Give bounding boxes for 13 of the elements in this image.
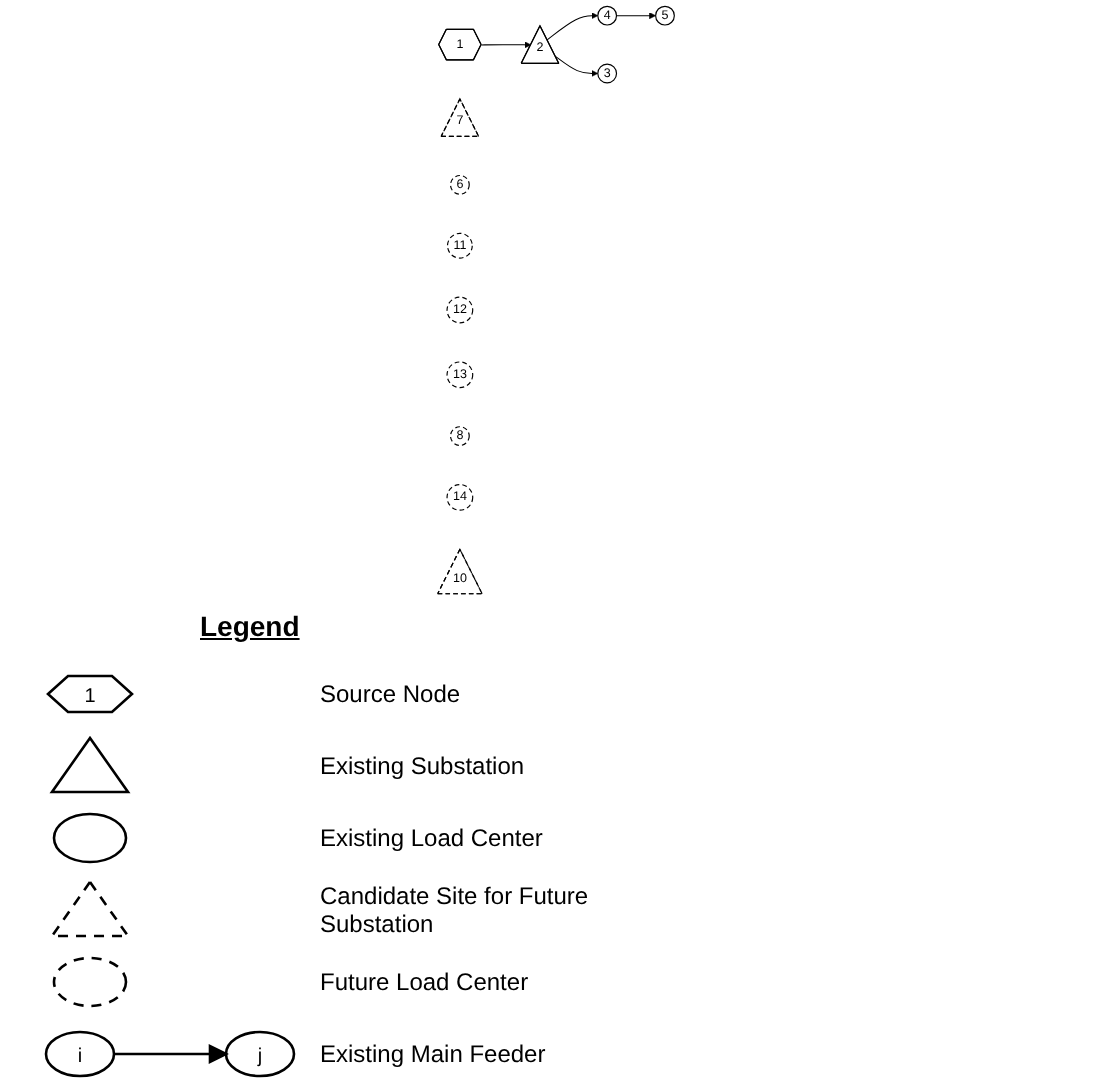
legend-text: Future Load Center <box>320 968 529 996</box>
legend-heading: Legend <box>200 610 300 642</box>
arrow <box>480 41 532 49</box>
arrow <box>616 12 656 20</box>
arrow <box>554 55 599 77</box>
legend-text: Existing Load Center <box>320 824 543 852</box>
node-number: 1 <box>84 686 96 708</box>
legend-text: Source Node <box>320 680 461 708</box>
legend-text: Existing Substation <box>320 752 525 780</box>
arrow <box>546 12 599 41</box>
legend-text: Candidate Site for Future Substation <box>320 882 591 938</box>
node-index: i <box>77 1046 83 1068</box>
legend-text: Existing Main Feeder <box>320 1040 546 1068</box>
